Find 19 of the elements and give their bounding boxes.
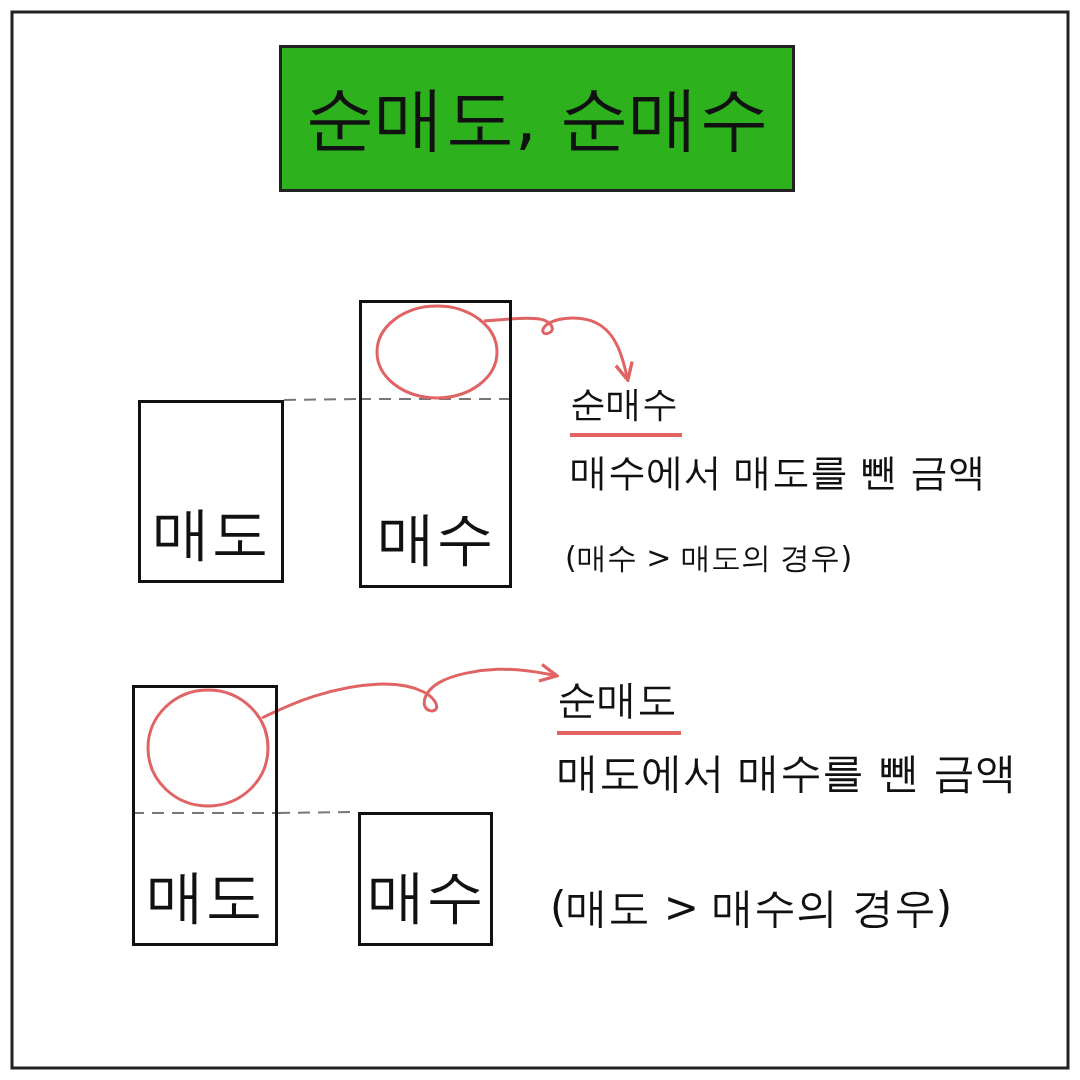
buy-volume-box	[358, 812, 493, 946]
curved-arrow	[483, 316, 634, 382]
title-banner: 순매도, 순매수	[279, 45, 795, 192]
underlined-heading: 순매도	[557, 672, 681, 735]
sell-volume-box	[138, 400, 284, 583]
box-label: 매도	[147, 867, 263, 925]
curved-arrow	[261, 662, 559, 720]
box-label: 매도	[153, 504, 269, 562]
box-label: 매수	[377, 509, 494, 567]
hand-drawn-circle	[146, 688, 270, 808]
condition-note: (매도 > 매수의 경우)	[550, 882, 952, 934]
buy-volume-box	[359, 300, 512, 588]
hand-drawn-circle	[375, 304, 499, 400]
sell-volume-box	[132, 685, 278, 946]
definition-text: 매수에서 매도를 뺀 금액	[570, 449, 988, 496]
condition-note: (매수 > 매도의 경우)	[565, 539, 853, 577]
underlined-heading: 순매수	[570, 380, 682, 437]
box-label: 매수	[367, 867, 484, 925]
definition-text: 매도에서 매수를 뺀 금액	[557, 747, 1019, 799]
